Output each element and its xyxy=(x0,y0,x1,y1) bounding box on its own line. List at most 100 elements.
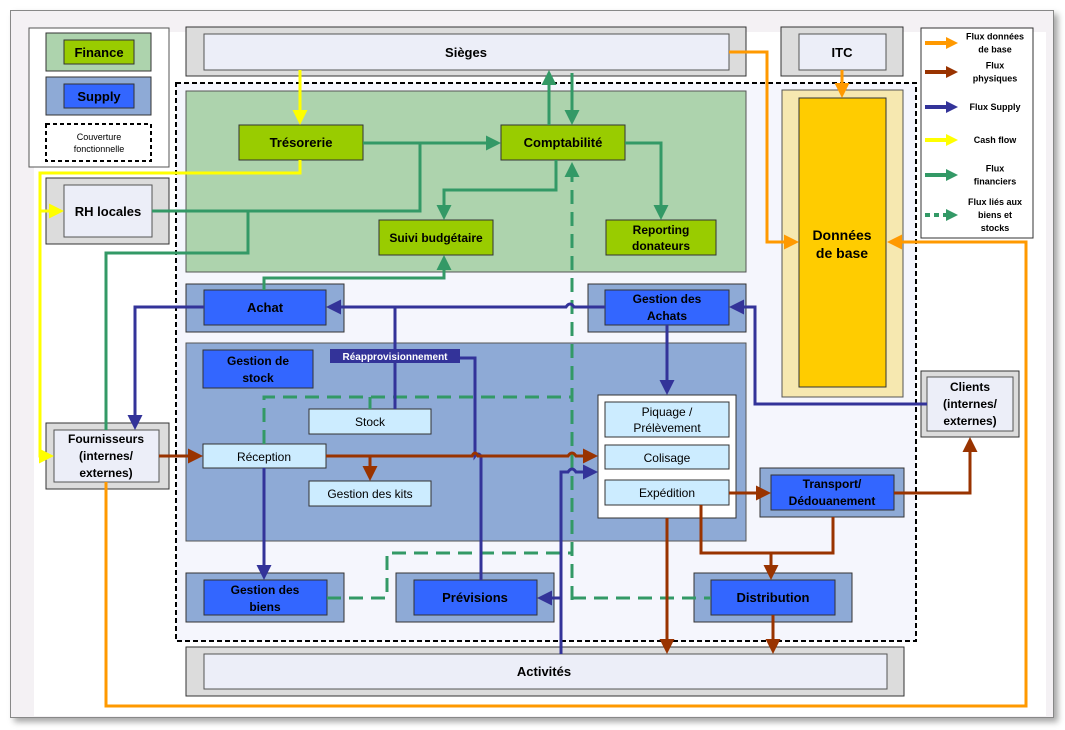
finance-area: Trésorerie Comptabilité Suivi budgétaire… xyxy=(185,90,747,273)
clients-line1: Clients xyxy=(950,380,990,394)
clients-line3: externes) xyxy=(943,414,996,428)
comptabilite-label: Comptabilité xyxy=(524,135,603,150)
gestion-de-stock-box xyxy=(202,349,314,389)
distribution-block: Distribution xyxy=(693,572,853,623)
distribution-label: Distribution xyxy=(737,590,810,605)
comptabilite-box xyxy=(500,124,626,161)
phys-flow-reception-to-outbound xyxy=(326,448,598,464)
transport-line2: Dédouanement xyxy=(789,494,876,508)
master-data-line2: de base xyxy=(816,245,868,261)
rh-locales-label: RH locales xyxy=(75,204,141,219)
colisage-label: Colisage xyxy=(644,451,691,465)
stock-box xyxy=(308,408,432,435)
rh-locales-block: RH locales xyxy=(45,177,170,245)
flow-legend-label: financiers xyxy=(974,177,1017,187)
transport-line1: Transport/ xyxy=(803,477,862,491)
reporting-line2: donateurs xyxy=(632,239,690,253)
stock-flow-dashed-reception-stock xyxy=(262,395,572,444)
fournisseurs-block: Fournisseurs (internes/ externes) xyxy=(45,422,170,490)
flow-legend-label: Cash flow xyxy=(974,135,1018,145)
gestion-biens-line1: Gestion des xyxy=(231,583,300,597)
itc-label: ITC xyxy=(832,45,854,60)
gestion-achats-block: Gestion des Achats xyxy=(587,283,747,333)
gestion-biens-block: Gestion des biens xyxy=(185,572,345,623)
tresorerie-label: Trésorerie xyxy=(270,135,333,150)
reappro-label: Réapprovisionnement xyxy=(342,352,448,363)
legend-coverage-line1: Couverture xyxy=(77,132,122,142)
flow-fournisseurs-to-master-data xyxy=(104,234,1028,708)
activites-label: Activités xyxy=(517,664,571,679)
gestion-stock-line2: stock xyxy=(242,371,274,385)
gestion-stock-line1: Gestion de xyxy=(227,354,289,368)
fin-flow-comptabilite-to-reporting xyxy=(625,141,669,220)
stock-label: Stock xyxy=(355,415,386,429)
achat-block: Achat xyxy=(185,283,345,333)
fournisseurs-line2: (internes/ xyxy=(79,449,134,463)
flow-legend-label: Flux xyxy=(986,164,1005,174)
expedition-label: Expédition xyxy=(639,486,695,500)
fin-flow-achat-to-suivi xyxy=(262,255,452,290)
colisage-box xyxy=(604,444,730,470)
master-data-line1: Données xyxy=(812,227,871,243)
piquage-line1: Piquage / xyxy=(642,405,693,419)
sieges-label: Sièges xyxy=(445,45,487,60)
flow-legend-label: Flux données xyxy=(966,32,1024,42)
flow-legend-label: de base xyxy=(978,45,1012,55)
flow-legend-arrow-icon xyxy=(946,209,958,221)
legend-finance-label: Finance xyxy=(74,45,123,60)
supply-flow-clients-to-gestion-achats xyxy=(729,299,927,406)
fin-flow-comptabilite-to-suivi xyxy=(436,160,558,220)
flow-legend-item: Flux données de base xyxy=(925,32,1024,55)
reporting-donateurs-box xyxy=(605,219,717,256)
phys-flow-expedition-to-distribution xyxy=(699,505,835,555)
gestion-kits-label: Gestion des kits xyxy=(327,487,412,501)
fournisseurs-line3: externes) xyxy=(79,466,132,480)
flow-legend-arrow-icon xyxy=(946,66,958,78)
legend-supply-swatch xyxy=(63,83,135,109)
flow-legend-item: Flux liés aux biens et stocks xyxy=(925,197,1022,233)
gestion-kits-box xyxy=(308,480,432,507)
phys-flow-transport-to-clients xyxy=(894,437,978,495)
legend-coverage-swatch xyxy=(45,123,152,162)
stock-flow-dashed-biens xyxy=(327,551,572,600)
clients-block: Clients (internes/ externes) xyxy=(920,370,1020,438)
flow-legend-arrow-icon xyxy=(946,101,958,113)
reappro-label-bg xyxy=(330,349,460,363)
flow-legend-label: biens et xyxy=(978,210,1012,220)
stock-area: Gestion de stock Stock Réception Gestion… xyxy=(185,342,747,542)
master-data-block: Données de base xyxy=(781,89,904,398)
suivi-budgetaire-box xyxy=(378,219,494,256)
clients-line2: (internes/ xyxy=(943,397,998,411)
cash-flow-tresorerie-loop xyxy=(38,160,302,464)
flow-legend-label: Flux liés aux xyxy=(968,197,1022,207)
previsions-label: Prévisions xyxy=(442,590,508,605)
flow-legend-label: Flux xyxy=(986,61,1005,71)
fournisseurs-line1: Fournisseurs xyxy=(68,432,144,446)
sieges-block: Sièges xyxy=(185,26,747,77)
piquage-box xyxy=(604,401,730,438)
flow-legend-label: stocks xyxy=(981,223,1010,233)
reception-label: Réception xyxy=(237,450,291,464)
supply-flow-achat-to-fournisseurs xyxy=(127,305,204,430)
flow-legend-item: Flux Supply xyxy=(925,101,1021,113)
flow-legend-label: physiques xyxy=(973,74,1018,84)
gestion-achats-line2: Achats xyxy=(647,309,687,323)
reporting-line1: Reporting xyxy=(633,223,690,237)
flow-sieges-to-master-data xyxy=(729,50,799,250)
activites-block: Activités xyxy=(185,646,905,697)
flow-legend-arrow-icon xyxy=(946,169,958,181)
fin-flow-fournisseurs-to-finance xyxy=(104,211,250,430)
achat-label: Achat xyxy=(247,300,284,315)
gestion-achats-line1: Gestion des xyxy=(633,292,702,306)
suivi-budgetaire-label: Suivi budgétaire xyxy=(389,231,483,245)
gestion-biens-line2: biens xyxy=(249,600,281,614)
flow-legend-arrow-icon xyxy=(946,37,958,49)
flow-legend-item: Flux physiques xyxy=(925,61,1017,84)
flow-legend-arrow-icon xyxy=(946,134,958,146)
fin-flow-rh-to-comptabilite xyxy=(152,143,422,213)
itc-block: ITC xyxy=(780,26,904,77)
piquage-line2: Prélèvement xyxy=(633,421,701,435)
flow-legend-item: Cash flow xyxy=(925,134,1017,146)
